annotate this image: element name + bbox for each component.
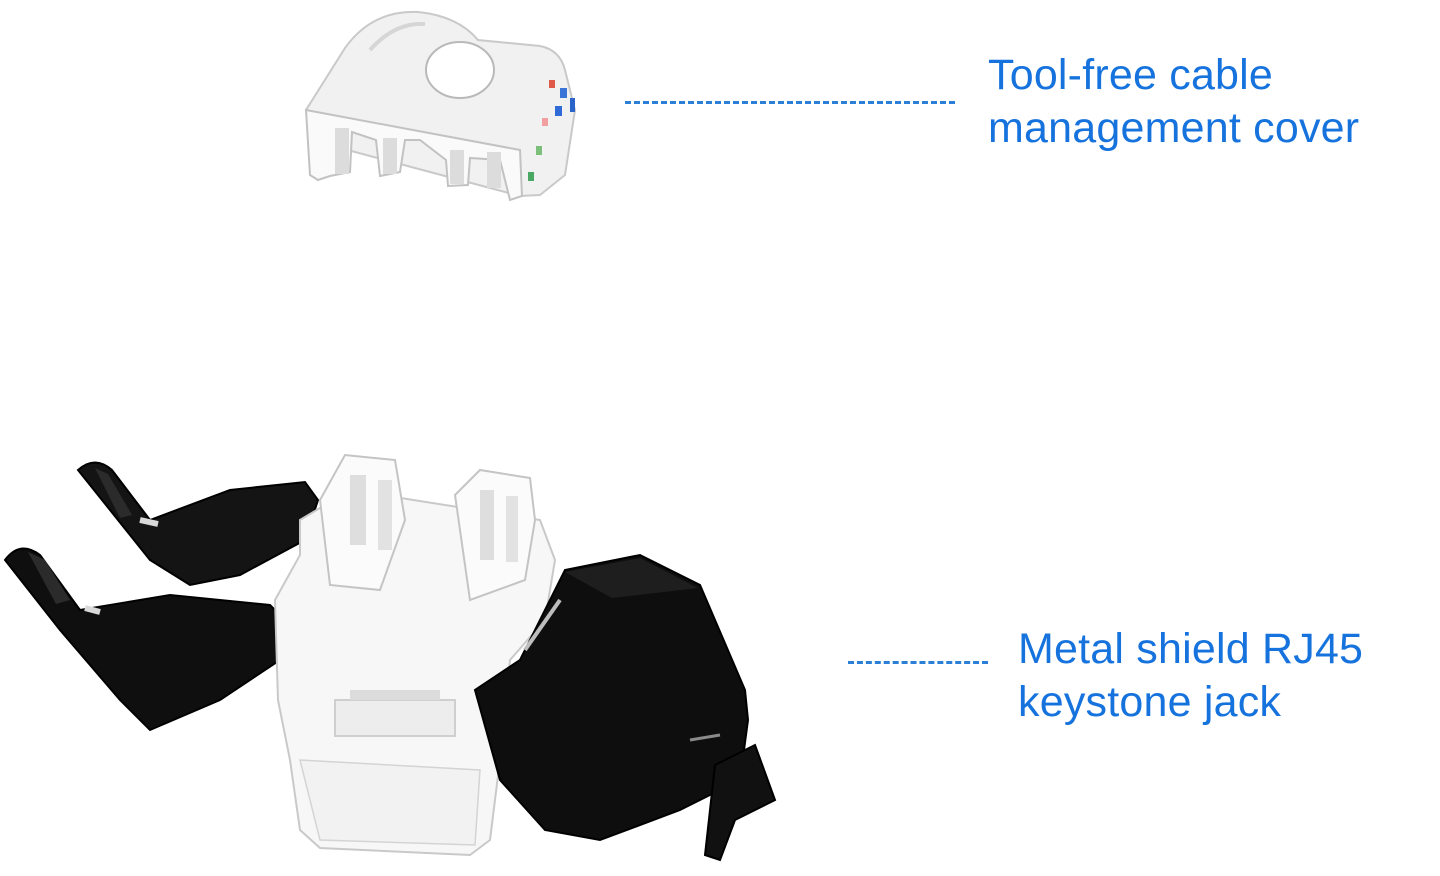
jack-callout-line [848, 661, 988, 664]
cover-callout-line-2: management cover [988, 104, 1360, 152]
shielded-keystone-jack-illustration [3, 453, 777, 862]
jack-callout-label: Metal shield RJ45 keystone jack [1018, 623, 1363, 729]
jack-callout-line-2: keystone jack [1018, 678, 1282, 726]
jack-callout-line-1: Metal shield RJ45 [1018, 625, 1364, 673]
cover-callout-line-1: Tool-free cable [988, 51, 1274, 99]
cable-management-cover-illustration [304, 10, 577, 202]
cover-callout-line [625, 101, 955, 104]
cover-callout-label: Tool-free cable management cover [988, 49, 1359, 155]
